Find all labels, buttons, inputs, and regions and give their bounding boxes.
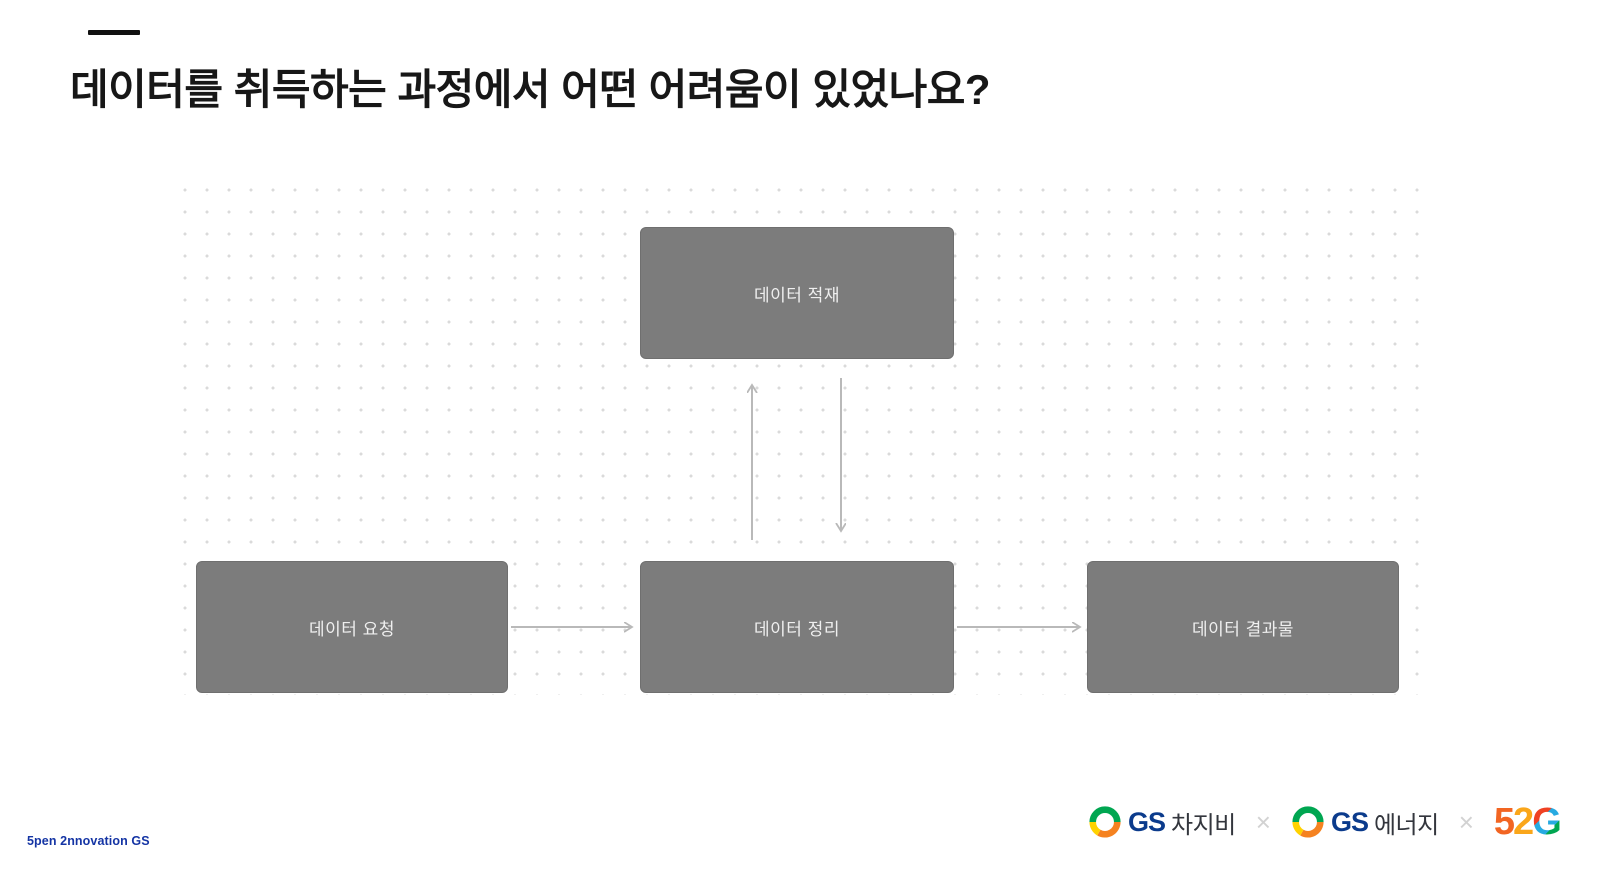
node-label: 데이터 결과물: [1191, 619, 1295, 639]
gs-wordmark: GS: [1128, 806, 1166, 837]
52g-letter-g: G: [1532, 800, 1562, 843]
node-label: 데이터 적재: [754, 285, 840, 305]
gs-energy-logo: GS 에너지: [1291, 805, 1439, 840]
title-dash: [88, 30, 140, 35]
x-separator-icon: ×: [1255, 806, 1271, 837]
node-data-organize: 데이터 정리: [640, 561, 954, 693]
52g-digit-2: 2: [1513, 800, 1534, 843]
node-data-load: 데이터 적재: [640, 227, 954, 359]
gs-energy-label: 에너지: [1373, 811, 1439, 839]
node-data-request: 데이터 요청: [196, 561, 508, 693]
gs-chargev-logo: GS 차지비: [1088, 805, 1236, 840]
gs-chargev-label: 차지비: [1171, 811, 1236, 839]
gs-emblem-icon: [1089, 806, 1121, 838]
node-label: 데이터 요청: [309, 619, 395, 639]
gs-emblem-icon: [1292, 806, 1324, 838]
x-separator-icon: ×: [1458, 806, 1474, 837]
node-data-result: 데이터 결과물: [1087, 561, 1399, 693]
52g-digit-5: 5: [1493, 800, 1515, 843]
page-title: 데이터를 취득하는 과정에서 어떤 어려움이 있었나요?: [70, 66, 991, 113]
diagram-canvas: 데이터 적재 데이터 요청 데이터 정리 데이터 결과물: [170, 175, 1426, 695]
52g-logo: 5 2 G: [1493, 800, 1562, 844]
footer-logos: GS 차지비 × GS 에너지 × 5 2 G: [1088, 796, 1562, 848]
node-label: 데이터 정리: [754, 619, 840, 639]
gs-wordmark: GS: [1330, 806, 1369, 837]
footer-brand: 5pen 2nnovation GS: [27, 834, 150, 848]
